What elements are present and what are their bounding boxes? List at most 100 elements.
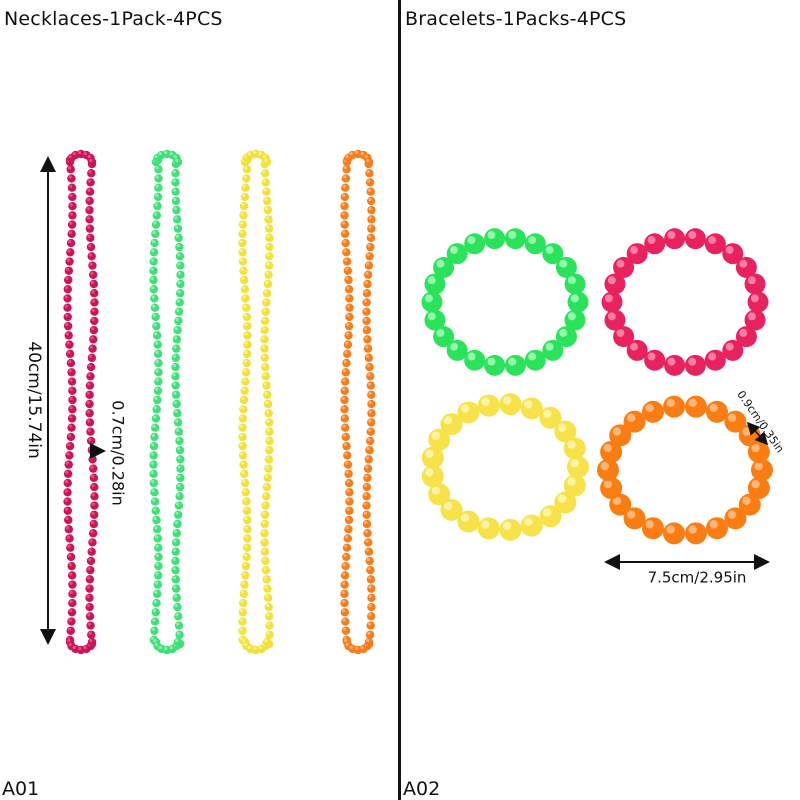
bracelet-width-label: 7.5cm/2.95in (648, 569, 747, 587)
necklace-bead (149, 248, 159, 257)
necklace-bead (262, 637, 272, 647)
necklace-bead (262, 298, 271, 307)
bracelet-bead (555, 326, 577, 348)
necklace-bead (340, 589, 349, 599)
necklace-bead (265, 621, 274, 630)
bracelet-bead (613, 256, 635, 278)
necklace-bead (63, 303, 72, 312)
necklace-bead (173, 637, 183, 647)
necklace-bead (65, 451, 74, 460)
necklace-bead (85, 409, 94, 418)
necklace-bead (68, 192, 77, 202)
necklace-bead (262, 289, 272, 298)
necklace-bead (242, 174, 251, 183)
necklace-bead (342, 552, 351, 562)
necklace-bead (340, 220, 349, 229)
necklace-bead (173, 409, 182, 418)
necklace-bead (86, 372, 95, 381)
bracelet-bead (477, 517, 500, 540)
bracelet-bead (738, 493, 761, 516)
necklace-bead (152, 331, 162, 340)
bracelet-bead (421, 291, 443, 313)
necklace-bead (344, 331, 353, 340)
necklace-bead (171, 353, 181, 363)
necklace-bead (171, 556, 180, 566)
necklace-bead (260, 538, 269, 547)
necklace-bead (364, 455, 373, 464)
necklace-bead (263, 279, 273, 289)
necklace-bead (90, 316, 99, 326)
necklace-bead (67, 183, 77, 192)
necklaces-code: A01 (2, 778, 40, 800)
bracelet-bead (504, 354, 526, 376)
necklace-bead (341, 183, 350, 192)
necklace-bead (343, 349, 352, 359)
necklace-bead (243, 331, 252, 340)
necklace-bead (340, 571, 350, 580)
necklace-bead (149, 478, 159, 488)
necklace-bead (362, 482, 372, 492)
necklace-bead (87, 353, 97, 363)
necklace-bead (173, 325, 182, 335)
necklace-bead (264, 261, 274, 270)
necklace-bead (90, 298, 99, 307)
necklace-bead (174, 612, 183, 621)
necklace-bead (238, 451, 248, 460)
necklace-bead (243, 340, 252, 349)
necklace-bead (150, 626, 159, 635)
necklace-bead (149, 266, 158, 275)
necklace-bead (171, 538, 181, 547)
necklace-bead (238, 608, 247, 617)
necklace-bead (367, 602, 376, 612)
necklace-bead (171, 178, 180, 187)
necklace-bead (171, 372, 180, 381)
necklace-bead (174, 510, 183, 519)
necklace-bead (63, 488, 72, 497)
necklace-bead (265, 252, 274, 261)
necklace-bead (340, 580, 349, 589)
necklaces-title: Necklaces-1Pack-4PCS (4, 8, 223, 30)
necklace-bead (240, 285, 250, 294)
necklace-bead (341, 238, 350, 248)
necklace-bead (366, 565, 375, 575)
necklace-bead (367, 584, 376, 593)
necklace-bead (262, 482, 272, 492)
necklace-bead (365, 630, 375, 639)
necklace-bead (68, 580, 77, 589)
necklace-bead (240, 478, 250, 488)
necklace-bead (85, 612, 95, 621)
necklace-bead (171, 196, 181, 206)
necklace-bead (343, 460, 353, 469)
necklace-bead (239, 201, 249, 211)
necklace-bead (261, 178, 270, 187)
necklace-bead (239, 598, 248, 608)
necklace-bead (365, 252, 374, 261)
necklace-bead (340, 229, 350, 239)
necklace-bead (341, 368, 350, 377)
necklace-bead (67, 174, 76, 183)
necklace-bead (362, 307, 371, 316)
necklace-bead (364, 157, 374, 167)
necklace-bead (344, 515, 354, 525)
necklace-bead (364, 261, 374, 270)
necklace-bead (265, 427, 274, 436)
necklace-bead (174, 233, 183, 243)
necklace-bead (366, 372, 375, 381)
necklace-bead (68, 395, 77, 405)
necklace-bead (150, 617, 160, 626)
necklace-bead (243, 515, 252, 525)
bracelet-bead (705, 517, 728, 540)
necklace-bead (63, 312, 72, 322)
necklace-bead (89, 464, 98, 473)
necklace-bead (85, 584, 94, 593)
necklace-4 (340, 149, 376, 655)
necklace-bead (340, 598, 349, 608)
necklace-bead (153, 386, 163, 395)
necklace-bead (154, 183, 163, 192)
necklace-bead (66, 248, 75, 257)
necklace-bead (341, 617, 350, 626)
bracelet-bead (555, 256, 577, 278)
necklace-bead (171, 381, 180, 390)
necklace-bead (63, 469, 73, 479)
